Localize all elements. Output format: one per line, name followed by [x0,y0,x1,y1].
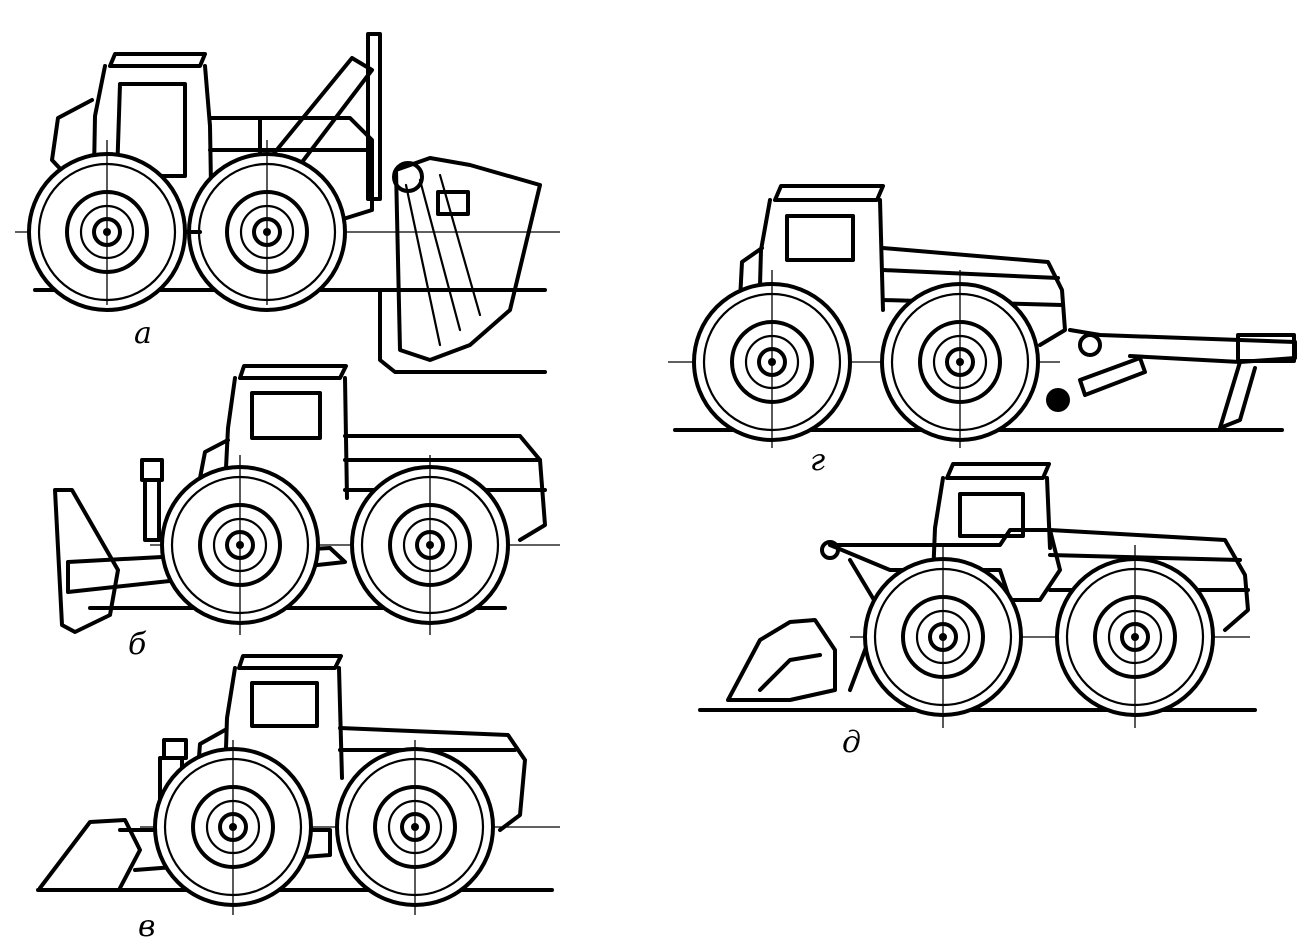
panel-d-label: д [842,725,861,760]
panel-d-tractor: д [698,462,1257,760]
panel-a-tractor: а [15,32,560,374]
panel-a-label: а [134,316,152,351]
panel-v-tractor: в [36,654,560,944]
panel-b-label: б [128,627,147,662]
panel-b-tractor: б [53,364,560,662]
panel-g-tractor: г [668,184,1297,478]
panel-g-label: г [810,443,825,478]
panel-v-label: в [138,909,155,944]
